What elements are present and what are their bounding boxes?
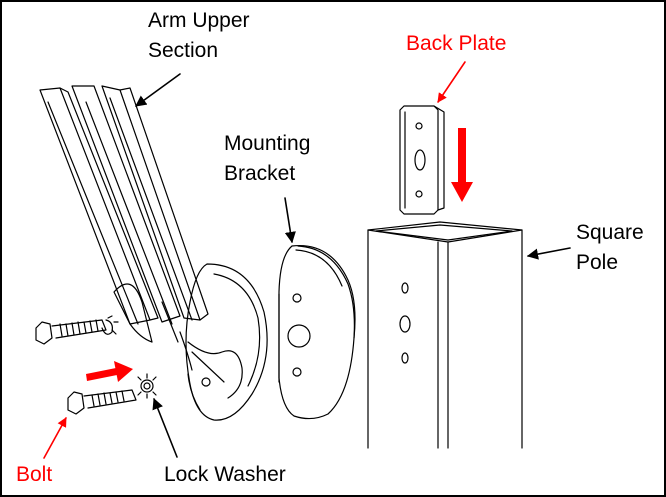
upper-bolt	[35, 315, 119, 345]
label-mounting-bracket-line2: Bracket	[224, 162, 296, 186]
label-arm-upper-section-line2: Section	[148, 39, 219, 63]
label-arm-upper-section-line1: Arm Upper	[148, 9, 250, 32]
label-square-pole: Square Pole	[576, 218, 644, 279]
back-plate	[399, 105, 445, 215]
insert-direction-arrow	[451, 128, 473, 202]
leader-arrows	[135, 73, 571, 458]
label-back-plate: Back Plate	[406, 32, 507, 55]
mounting-bracket	[278, 244, 356, 420]
label-square-pole-line2: Pole	[576, 251, 619, 275]
arm-upper-section	[39, 85, 268, 421]
label-square-pole-line1: Square	[576, 221, 644, 244]
square-pole	[367, 221, 523, 449]
bolt-direction-arrow	[86, 361, 133, 382]
arm-leader-arrow	[135, 73, 181, 107]
lower-bolt	[67, 389, 137, 415]
label-lock-washer: Lock Washer	[164, 463, 286, 486]
lock-washer	[137, 373, 157, 399]
bolt-leader-arrow	[43, 417, 67, 459]
red-arrows	[43, 61, 473, 459]
label-mounting-bracket: Mounting Bracket	[224, 129, 310, 190]
label-arm-upper-section: Arm Upper Section	[148, 6, 250, 67]
washer-leader-arrow	[152, 397, 178, 458]
label-mounting-bracket-line1: Mounting	[224, 132, 311, 155]
bracket-leader-arrow	[284, 197, 296, 244]
pole-leader-arrow	[526, 247, 571, 260]
back-plate-leader-arrow	[437, 61, 466, 103]
label-bolt: Bolt	[16, 463, 53, 486]
